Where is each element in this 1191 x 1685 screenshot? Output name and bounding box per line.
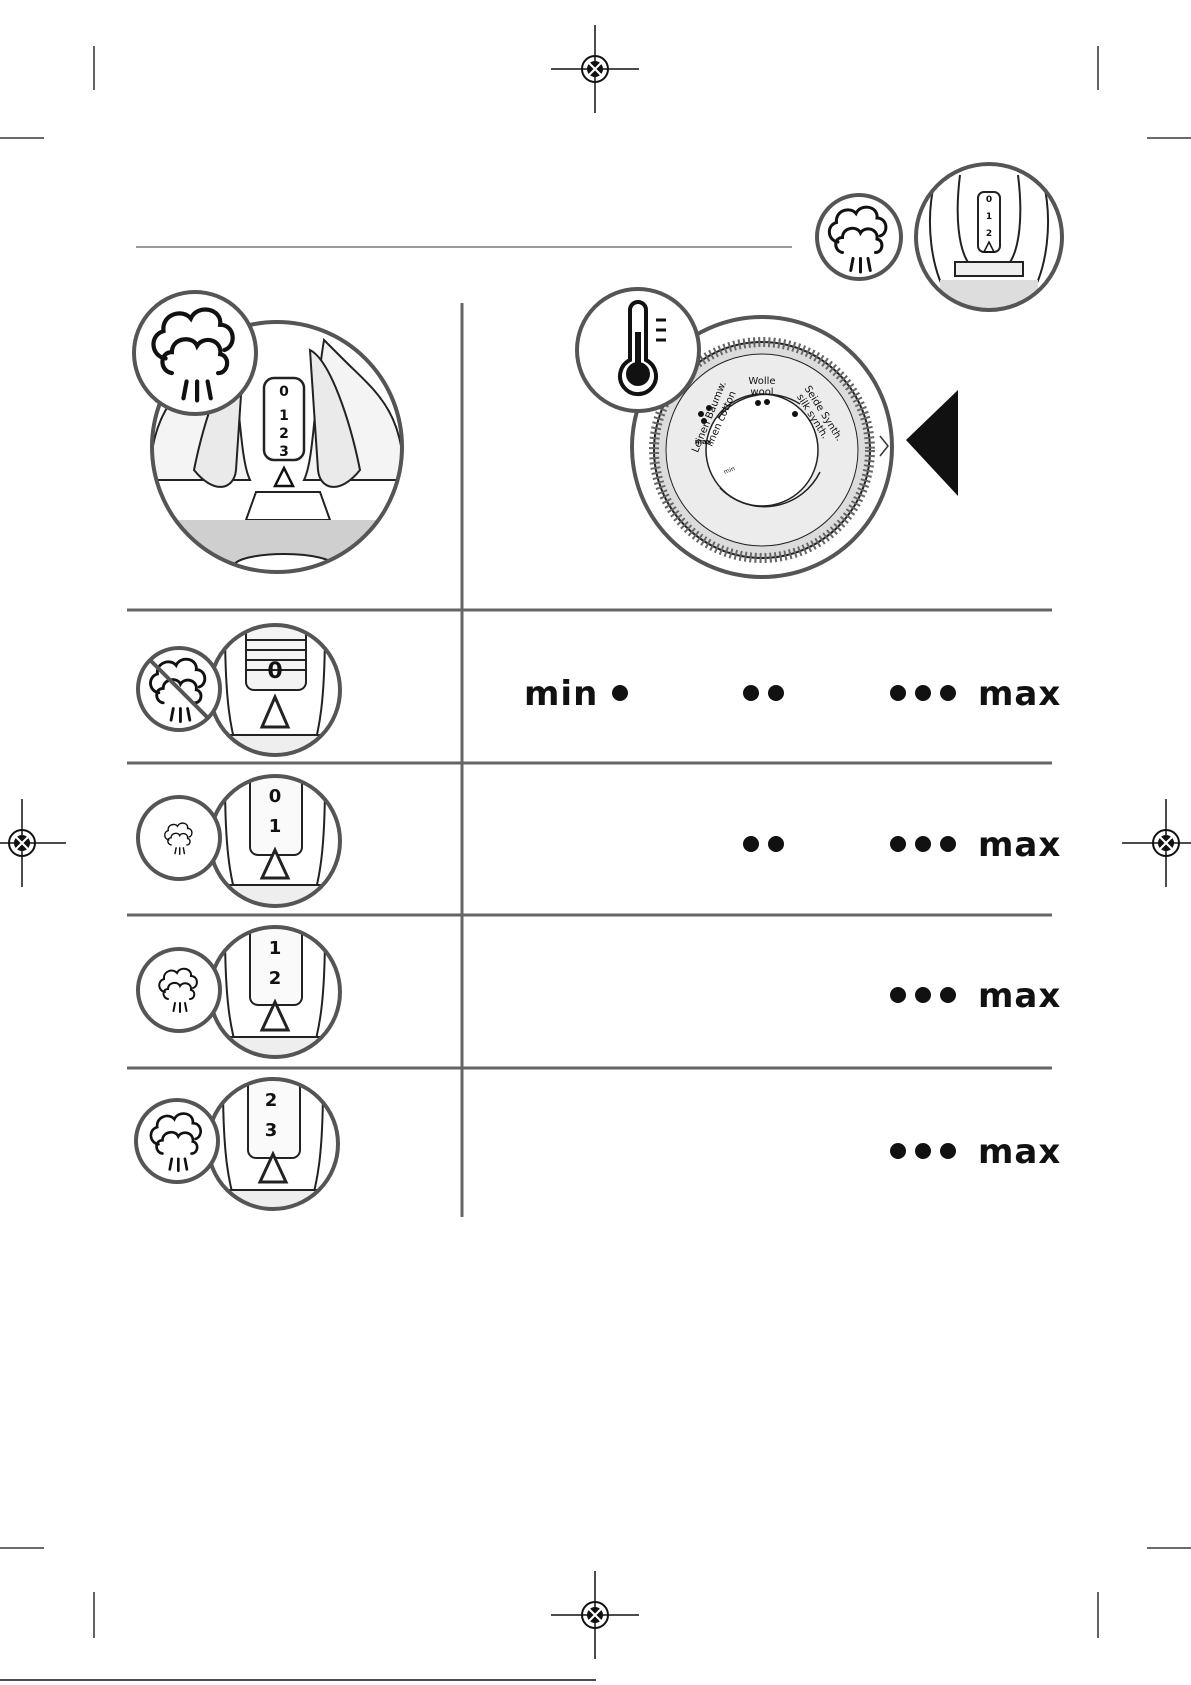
svg-text:3: 3 [265, 1120, 278, 1141]
row4-three-dots [890, 1143, 956, 1159]
row1-min-label: min [524, 677, 598, 711]
registration-mark-right [1122, 799, 1191, 887]
row2-two-dots [743, 836, 784, 852]
svg-text:2: 2 [265, 1090, 278, 1111]
svg-text:2: 2 [279, 426, 289, 442]
steam-scale-top: 0 1 2 3 [279, 384, 289, 460]
row1-three-dots [890, 685, 956, 701]
svg-text:2: 2 [269, 968, 282, 989]
row2-max-label: max [978, 828, 1061, 862]
high-steam-badge [136, 1100, 218, 1182]
row4-max-label: max [978, 1135, 1061, 1169]
row1-max-label: max [978, 677, 1061, 711]
row3-steam-detail: 1 2 [210, 925, 340, 1067]
steam-icon-badge-top [817, 195, 901, 279]
svg-text:1: 1 [279, 408, 289, 424]
row1-steam-detail: 0 [210, 620, 340, 765]
medium-steam-badge [138, 949, 220, 1031]
svg-text:3: 3 [279, 444, 289, 460]
dial-label-max: max [695, 438, 712, 446]
steam-icon-badge-large [134, 292, 256, 414]
svg-text:1: 1 [269, 938, 282, 959]
svg-text:0: 0 [986, 195, 992, 205]
svg-text:1: 1 [269, 816, 282, 837]
row1-two-dots [743, 685, 784, 701]
row3-three-dots [890, 987, 956, 1003]
svg-text:0: 0 [267, 659, 282, 684]
registration-mark-top [551, 25, 639, 113]
row2-three-dots [890, 836, 956, 852]
registration-mark-left [0, 799, 66, 887]
iron-detail-top: 0 1 2 [916, 164, 1062, 310]
row2-steam-detail: 0 1 [210, 775, 340, 915]
row4-steam-detail: 2 3 [208, 1078, 338, 1220]
no-steam-badge [138, 648, 220, 730]
svg-text:2: 2 [986, 229, 992, 239]
low-steam-badge [138, 797, 220, 879]
svg-text:0: 0 [279, 384, 289, 400]
dial-label-wool-en: wool [750, 387, 773, 398]
svg-text:1: 1 [986, 212, 992, 222]
row3-max-label: max [978, 979, 1061, 1013]
registration-mark-bottom [551, 1571, 639, 1659]
dial-label-wool-de: Wolle [748, 376, 775, 387]
svg-text:0: 0 [269, 786, 282, 807]
dial-pointer-arrow [906, 390, 958, 496]
thermometer-icon-badge [577, 289, 699, 411]
row1-one-dot [612, 685, 628, 701]
